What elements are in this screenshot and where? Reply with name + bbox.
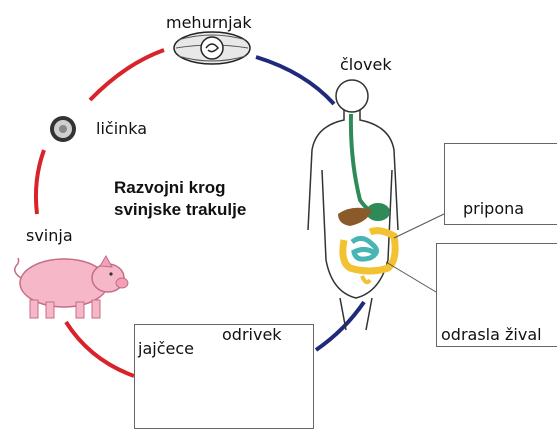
adult-label: odrasla žival (441, 327, 557, 343)
pig-label: svinja (26, 228, 73, 244)
diagram-title: Razvojni krog svinjske trakulje (114, 177, 246, 221)
arc-human-to-proglottid (316, 302, 364, 350)
arc-egg-to-pig (66, 322, 134, 376)
arc-pig-to-larva (36, 150, 44, 214)
human-illustration (308, 80, 398, 330)
cyst-label: mehurnjak (166, 15, 252, 31)
cyst-illustration (174, 32, 250, 64)
title-line-1: Razvojni krog (114, 177, 246, 199)
proglottid-label: odrivek (222, 327, 282, 343)
larva-illustration (50, 116, 76, 142)
arc-cyst-to-human (256, 57, 334, 104)
human-label: človek (340, 57, 392, 73)
pig-illustration (15, 256, 128, 318)
scolex-label: pripona (463, 201, 524, 217)
arc-larva-to-cyst (90, 50, 164, 100)
title-line-2: svinjske trakulje (114, 199, 246, 221)
larva-label: ličinka (96, 121, 147, 137)
egg-label: jajčece (138, 341, 194, 357)
